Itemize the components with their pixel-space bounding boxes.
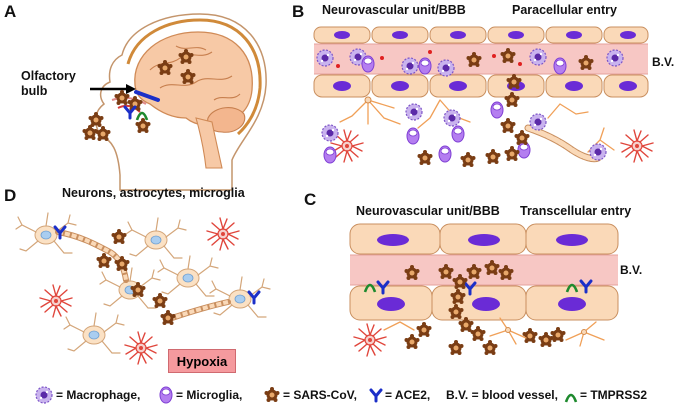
virus-icon: [500, 118, 516, 133]
astrocyte-icon: [39, 284, 73, 318]
panel-letter-d: D: [4, 186, 17, 205]
neuron-icon: [209, 276, 271, 318]
neuron-icon: [157, 255, 219, 297]
microglia-icon: [490, 101, 504, 119]
microglia-icon: [418, 57, 432, 75]
astrocyte-icon: [353, 323, 387, 357]
macrophage-icon: [405, 103, 423, 121]
macrophage-icon: [606, 49, 624, 67]
virus-icon: [152, 293, 168, 308]
virus-icon: [417, 150, 433, 165]
astrocyte-icon: [620, 129, 654, 163]
panel-letter-b: B: [292, 2, 305, 21]
legend-microglia: = Microglia,: [176, 388, 243, 402]
virus-icon: [160, 310, 176, 325]
legend-sars: = SARS-CoV,: [283, 388, 357, 402]
virus-icon: [504, 146, 520, 161]
virus-icon: [264, 387, 280, 402]
virus-icon: [470, 326, 486, 341]
panel-b-title-left: Neurovascular unit/BBB: [322, 3, 466, 17]
microglia-icon: [406, 127, 420, 145]
panel-b-title-right: Paracellular entry: [512, 3, 617, 17]
legend-bv: B.V. = blood vessel,: [446, 388, 558, 402]
macrophage-icon: [35, 386, 53, 404]
hypoxia-label: Hypoxia: [168, 349, 236, 373]
macrophage-icon: [529, 113, 547, 131]
legend-tmprss2: = TMPRSS2: [580, 388, 648, 402]
macrophage-icon: [321, 124, 339, 142]
virus-icon: [485, 149, 501, 164]
virus-icon: [460, 152, 476, 167]
macrophage-icon: [589, 143, 607, 161]
panel-c-bbb: [349, 223, 619, 357]
macrophage-icon: [443, 109, 461, 127]
microglia-icon: [159, 386, 173, 404]
panel-c-title-right: Transcellular entry: [520, 204, 632, 218]
microglia-icon: [451, 125, 465, 143]
ace2-icon: [369, 388, 383, 403]
olfactory-bulb-label: Olfactory bulb: [21, 69, 76, 98]
virus-icon: [550, 327, 566, 342]
virus-icon: [522, 328, 538, 343]
virus-icon: [416, 322, 432, 337]
virus-icon: [482, 340, 498, 355]
panel-b-bv-label: B.V.: [652, 55, 675, 69]
microglia-icon: [438, 145, 452, 163]
macrophage-icon: [401, 57, 419, 75]
virus-icon: [404, 334, 420, 349]
virus-icon: [111, 229, 127, 244]
neuron-icon: [125, 217, 187, 259]
panel-letter-c: C: [304, 190, 317, 209]
microglia-icon: [553, 57, 567, 75]
tmprss2-icon: [564, 393, 578, 404]
panel-b-bbb: [313, 26, 654, 167]
macrophage-icon: [316, 49, 334, 67]
neuron-icon: [99, 267, 161, 309]
macrophage-icon: [437, 59, 455, 77]
panel-d-neurons: [15, 212, 271, 365]
panel-a-head: [82, 13, 267, 191]
legend-ace2: = ACE2,: [385, 388, 431, 402]
astrocyte-icon: [206, 217, 240, 251]
virus-icon: [82, 125, 98, 140]
panel-c-bv-label: B.V.: [620, 263, 643, 277]
microglia-icon: [361, 55, 375, 73]
astrocyte-icon: [124, 331, 158, 365]
panel-letter-a: A: [4, 2, 17, 21]
virus-icon: [96, 253, 112, 268]
virus-icon: [514, 130, 530, 145]
panel-c-title-left: Neurovascular unit/BBB: [356, 204, 500, 218]
virus-icon: [448, 340, 464, 355]
panel-d-title: Neurons, astrocytes, microglia: [62, 186, 245, 200]
microglia-icon: [323, 146, 337, 164]
legend-macrophage: = Macrophage,: [56, 388, 141, 402]
neuron-icon: [63, 312, 125, 354]
macrophage-icon: [529, 48, 547, 66]
